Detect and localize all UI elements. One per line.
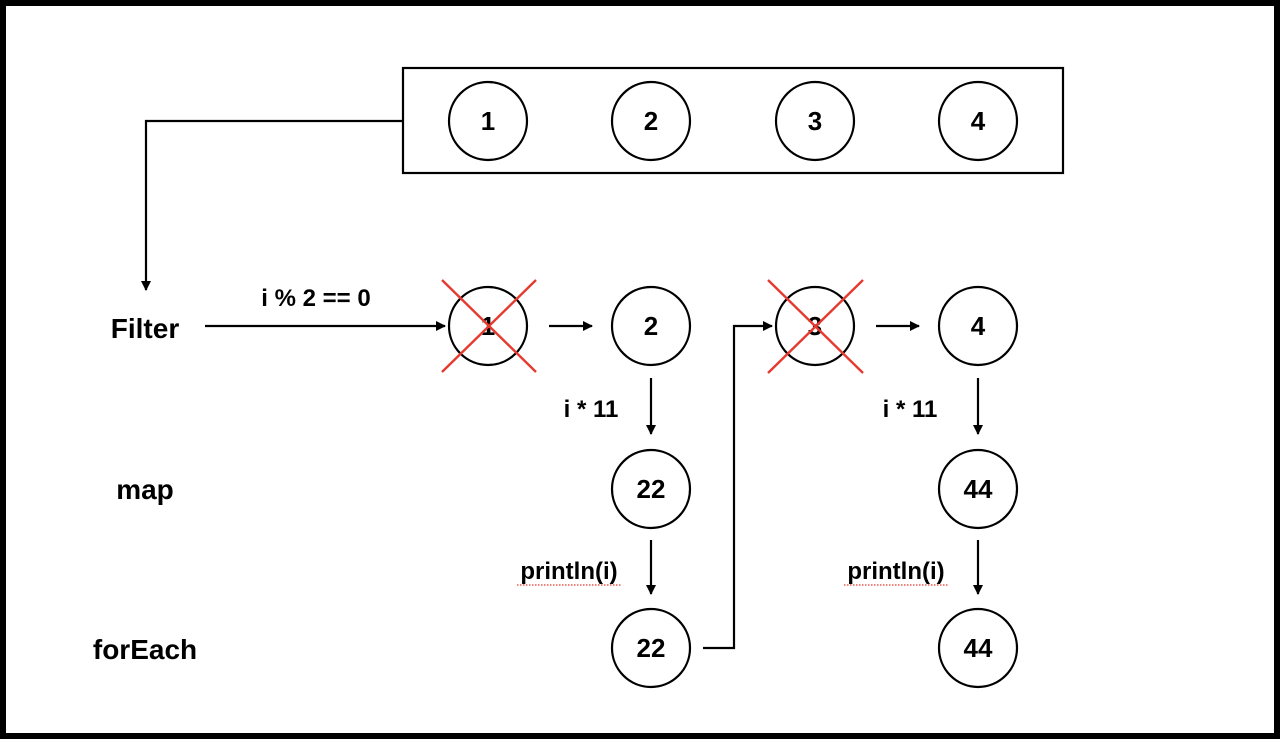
filter-item-4-passed: 4 (937, 285, 1019, 367)
for-each-fn-label-2: println(i) (847, 558, 944, 585)
stage-label-filter: Filter (111, 313, 180, 344)
filter-item-2-passed: 2 (610, 285, 692, 367)
reject-cross-stroke (441, 279, 537, 373)
source-item-2-label: 2 (644, 106, 658, 136)
stage-label-for-each: forEach (93, 634, 197, 665)
filter-item-2-label: 2 (644, 311, 658, 341)
reject-cross-stroke (767, 279, 864, 374)
source-item-2: 2 (610, 80, 692, 162)
for-each-item-44-label: 44 (964, 633, 993, 663)
next-element-connector-arrow (703, 321, 773, 650)
filter-item-3-rejected: 3 (767, 279, 864, 374)
stage-label-map: map (116, 474, 174, 505)
source-item-4-label: 4 (971, 106, 986, 136)
source-item-4: 4 (937, 80, 1019, 162)
filter-item-1-rejected: 1 (441, 279, 537, 373)
for-each-item-22: 22 (610, 607, 692, 689)
source-item-3-label: 3 (808, 106, 822, 136)
for-each-item-44: 44 (937, 607, 1019, 689)
source-to-filter-arrow (141, 119, 403, 291)
source-item-3: 3 (774, 80, 856, 162)
map-fn-label-2: i * 11 (883, 396, 938, 423)
for-each-fn-label-1: println(i) (520, 558, 617, 585)
for-each-item-22-label: 22 (637, 633, 666, 663)
map-item-44-label: 44 (964, 474, 993, 504)
filter-item-4-label: 4 (971, 311, 986, 341)
map-item-22-label: 22 (637, 474, 666, 504)
source-item-1: 1 (447, 80, 529, 162)
map-item-22: 22 (610, 448, 692, 530)
map-fn-label-1: i * 11 (564, 396, 619, 423)
source-item-1-label: 1 (481, 106, 495, 136)
map-item-44: 44 (937, 448, 1019, 530)
filter-predicate-label: i % 2 == 0 (261, 285, 370, 312)
